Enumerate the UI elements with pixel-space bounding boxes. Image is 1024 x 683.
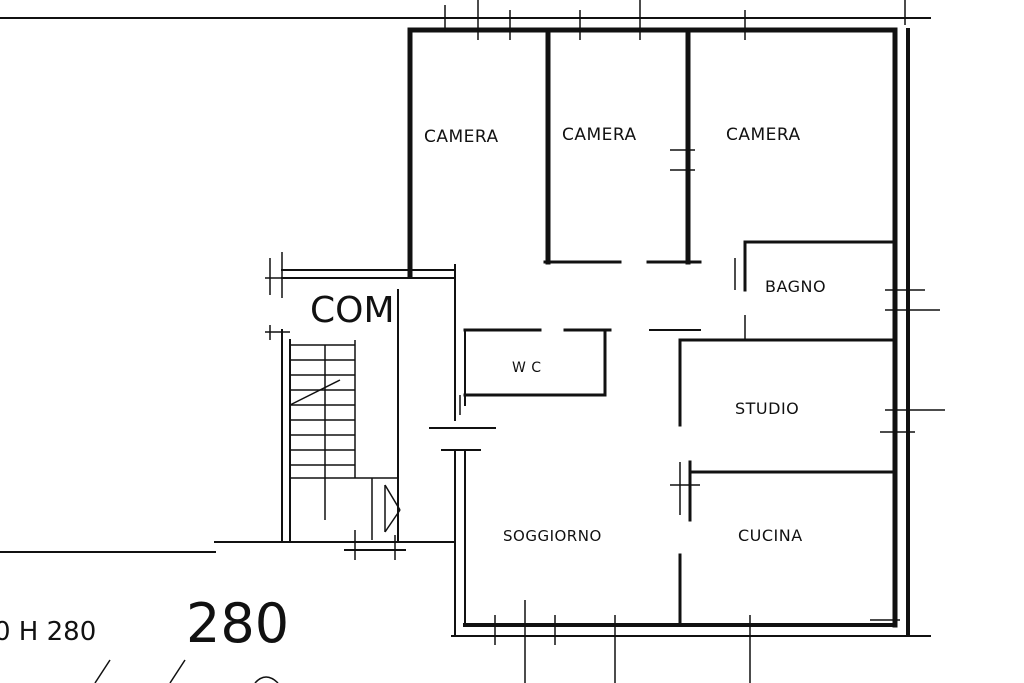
interior-walls (429, 27, 897, 627)
handwritten-mark (94, 659, 279, 683)
room-label-camera-2: CAMERA (562, 125, 637, 145)
room-label-com: COM (310, 290, 395, 331)
room-label-camera-1: CAMERA (424, 127, 499, 147)
room-label-wc: W C (512, 360, 542, 376)
stairwell (0, 269, 456, 553)
room-label-camera-3: CAMERA (726, 125, 801, 145)
height-note: 0 H 280 (0, 617, 96, 647)
room-label-bagno: BAGNO (765, 277, 826, 296)
tick-marks (265, 0, 945, 683)
room-label-soggiorno: SOGGIORNO (503, 527, 602, 545)
room-label-studio: STUDIO (735, 399, 799, 418)
height-note-large: 280 (186, 592, 289, 655)
room-label-cucina: CUCINA (738, 526, 803, 545)
